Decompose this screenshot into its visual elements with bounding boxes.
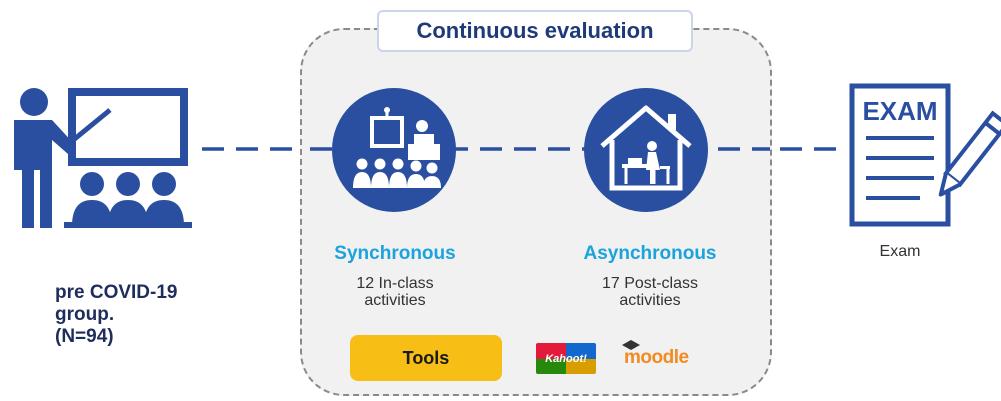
continuous-evaluation-title: Continuous evaluation	[377, 10, 693, 52]
continuous-evaluation-box	[300, 28, 772, 396]
moodle-hat-icon	[622, 340, 640, 350]
classroom-lecture-icon	[332, 88, 456, 212]
synchronous-title: Synchronous	[334, 243, 456, 264]
kahoot-logo	[536, 343, 596, 374]
synchronous-count: 12 In-class	[356, 275, 434, 292]
tools-button: Tools	[350, 335, 502, 381]
exam-label: Exam	[879, 243, 921, 260]
asynchronous-count: 17 Post-class	[601, 275, 699, 292]
exam-paper-icon: EXAM	[849, 83, 1001, 227]
home-study-icon	[584, 88, 708, 212]
moodle-logo: moodle	[624, 347, 689, 368]
teacher-classroom-icon	[14, 88, 192, 228]
synchronous-activities: activities	[364, 292, 426, 309]
exam-heading: EXAM	[862, 96, 937, 126]
pre-covid-group-label: pre COVID-19 group. (N=94)	[55, 282, 178, 347]
asynchronous-activities: activities	[619, 292, 681, 309]
asynchronous-title: Asynchronous	[583, 243, 717, 264]
kahoot-logo-text: Kahoot!	[545, 352, 587, 365]
